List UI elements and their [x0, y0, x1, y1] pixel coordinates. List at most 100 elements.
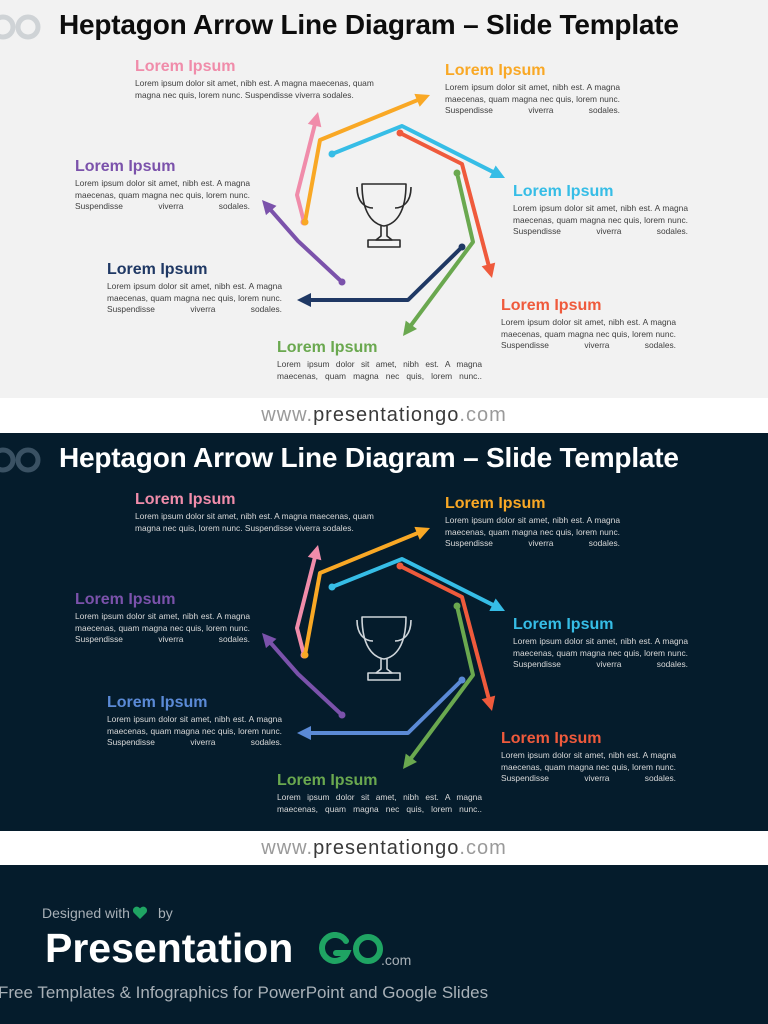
- block-heading: Lorem Ipsum: [445, 495, 546, 512]
- text-block-green: Lorem Ipsum Lorem ipsum dolor sit amet, …: [277, 772, 482, 815]
- arrow-line: [295, 123, 317, 224]
- block-text: Lorem ipsum dolor sit amet, nibh est. A …: [445, 515, 620, 549]
- website-suffix: .com: [459, 837, 507, 859]
- slide-dark: Heptagon Arrow Line Diagram – Slide Temp…: [0, 433, 768, 831]
- arrowhead-icon: [262, 200, 277, 216]
- arrow-start-dot: [396, 129, 404, 137]
- slide-light: Heptagon Arrow Line Diagram – Slide Temp…: [0, 0, 768, 398]
- arrowhead-icon: [489, 165, 505, 178]
- block-heading: Lorem Ipsum: [445, 62, 546, 79]
- arrow-start-dot: [453, 169, 461, 177]
- arrow-line: [295, 556, 317, 657]
- arrow-line: [398, 131, 491, 267]
- block-heading: Lorem Ipsum: [277, 339, 378, 356]
- block-text: Lorem ipsum dolor sit amet, nibh est. A …: [75, 611, 250, 645]
- block-heading: Lorem Ipsum: [75, 591, 176, 608]
- text-block-green: Lorem Ipsum Lorem ipsum dolor sit amet, …: [277, 339, 482, 382]
- heptagon-diagram: [262, 526, 505, 769]
- text-block-cyan: Lorem Ipsum Lorem ipsum dolor sit amet, …: [513, 183, 688, 238]
- brand-footer: Designed with by Presentation .com Free …: [0, 865, 768, 1024]
- arrow-line: [309, 245, 464, 302]
- website-prefix: www.: [261, 404, 314, 426]
- website-brand: presentationgo: [313, 404, 460, 426]
- arrowhead-icon: [307, 545, 322, 561]
- arrow-start-dot: [338, 278, 346, 286]
- go-logo-icon: [0, 14, 41, 40]
- arrow-start-dot: [301, 651, 309, 659]
- slide-title: Heptagon Arrow Line Diagram – Slide Temp…: [59, 9, 679, 40]
- arrowhead-icon: [489, 598, 505, 611]
- block-heading: Lorem Ipsum: [501, 730, 602, 747]
- text-block-blue: Lorem Ipsum Lorem ipsum dolor sit amet, …: [107, 694, 282, 749]
- website-strip: www.presentationgo.com: [0, 831, 768, 866]
- block-heading: Lorem Ipsum: [75, 158, 176, 175]
- arrow-start-dot: [458, 243, 466, 251]
- designed-with-text: Designed with: [42, 905, 130, 921]
- arrowhead-icon: [403, 320, 417, 336]
- website-strip: www.presentationgo.com: [0, 398, 768, 433]
- arrow-start-dot: [396, 562, 404, 570]
- block-text: Lorem ipsum dolor sit amet, nibh est. A …: [135, 78, 374, 100]
- block-text: Lorem ipsum dolor sit amet, nibh est. A …: [75, 178, 250, 212]
- block-text: Lorem ipsum dolor sit amet, nibh est. A …: [135, 511, 374, 533]
- arrowhead-icon: [403, 753, 417, 769]
- go-logo-icon: [319, 932, 383, 964]
- arrowhead-icon: [297, 726, 311, 740]
- arrow-line: [330, 557, 495, 607]
- arrowhead-icon: [414, 93, 430, 107]
- website-brand: presentationgo: [313, 837, 460, 859]
- block-text: Lorem ipsum dolor sit amet, nibh est. A …: [501, 750, 676, 784]
- arrow-start-dot: [338, 711, 346, 719]
- block-text: Lorem ipsum dolor sit amet, nibh est. A …: [445, 82, 620, 116]
- block-heading: Lorem Ipsum: [513, 616, 614, 633]
- block-heading: Lorem Ipsum: [107, 261, 208, 278]
- arrow-start-dot: [301, 218, 309, 226]
- block-heading: Lorem Ipsum: [513, 183, 614, 200]
- website-prefix: www.: [261, 837, 314, 859]
- heart-icon: [132, 906, 148, 919]
- arrow-line: [330, 124, 495, 174]
- block-heading: Lorem Ipsum: [107, 694, 208, 711]
- by-text: by: [158, 905, 173, 921]
- block-text: Lorem ipsum dolor sit amet, nibh est. A …: [277, 359, 482, 381]
- arrow-line: [269, 641, 344, 717]
- text-block-red: Lorem Ipsum Lorem ipsum dolor sit amet, …: [501, 297, 676, 352]
- text-block-pink: Lorem Ipsum Lorem ipsum dolor sit amet, …: [135, 58, 395, 101]
- arrow-line: [409, 171, 475, 327]
- wordmark-dotcom: .com: [381, 952, 412, 968]
- arrow-line: [398, 564, 491, 700]
- arrowhead-icon: [481, 262, 496, 278]
- go-logo-icon: [0, 447, 41, 473]
- text-block-purple: Lorem Ipsum Lorem ipsum dolor sit amet, …: [75, 158, 250, 213]
- block-text: Lorem ipsum dolor sit amet, nibh est. A …: [107, 281, 282, 315]
- block-heading: Lorem Ipsum: [135, 58, 236, 75]
- text-block-orange: Lorem Ipsum Lorem ipsum dolor sit amet, …: [445, 62, 620, 117]
- block-text: Lorem ipsum dolor sit amet, nibh est. A …: [277, 792, 482, 814]
- block-text: Lorem ipsum dolor sit amet, nibh est. A …: [107, 714, 282, 748]
- trophy-icon: [356, 616, 412, 681]
- arrowhead-icon: [481, 695, 496, 711]
- arrowhead-icon: [307, 112, 322, 128]
- arrow-line: [303, 531, 420, 657]
- arrow-start-dot: [328, 150, 336, 158]
- arrow-line: [409, 604, 475, 760]
- text-block-pink: Lorem Ipsum Lorem ipsum dolor sit amet, …: [135, 491, 395, 534]
- heptagon-diagram: [262, 93, 505, 336]
- arrowhead-icon: [414, 526, 430, 540]
- text-block-navy: Lorem Ipsum Lorem ipsum dolor sit amet, …: [107, 261, 282, 316]
- block-heading: Lorem Ipsum: [277, 772, 378, 789]
- text-block-red: Lorem Ipsum Lorem ipsum dolor sit amet, …: [501, 730, 676, 785]
- slide-title: Heptagon Arrow Line Diagram – Slide Temp…: [59, 442, 679, 473]
- block-heading: Lorem Ipsum: [501, 297, 602, 314]
- block-text: Lorem ipsum dolor sit amet, nibh est. A …: [513, 636, 688, 670]
- arrow-start-dot: [453, 602, 461, 610]
- arrow-line: [303, 98, 420, 224]
- arrow-start-dot: [458, 676, 466, 684]
- text-block-cyan: Lorem Ipsum Lorem ipsum dolor sit amet, …: [513, 616, 688, 671]
- arrowhead-icon: [297, 293, 311, 307]
- block-text: Lorem ipsum dolor sit amet, nibh est. A …: [501, 317, 676, 351]
- arrowhead-icon: [262, 633, 277, 649]
- block-heading: Lorem Ipsum: [135, 491, 236, 508]
- arrow-line: [309, 678, 464, 735]
- text-block-orange: Lorem Ipsum Lorem ipsum dolor sit amet, …: [445, 495, 620, 550]
